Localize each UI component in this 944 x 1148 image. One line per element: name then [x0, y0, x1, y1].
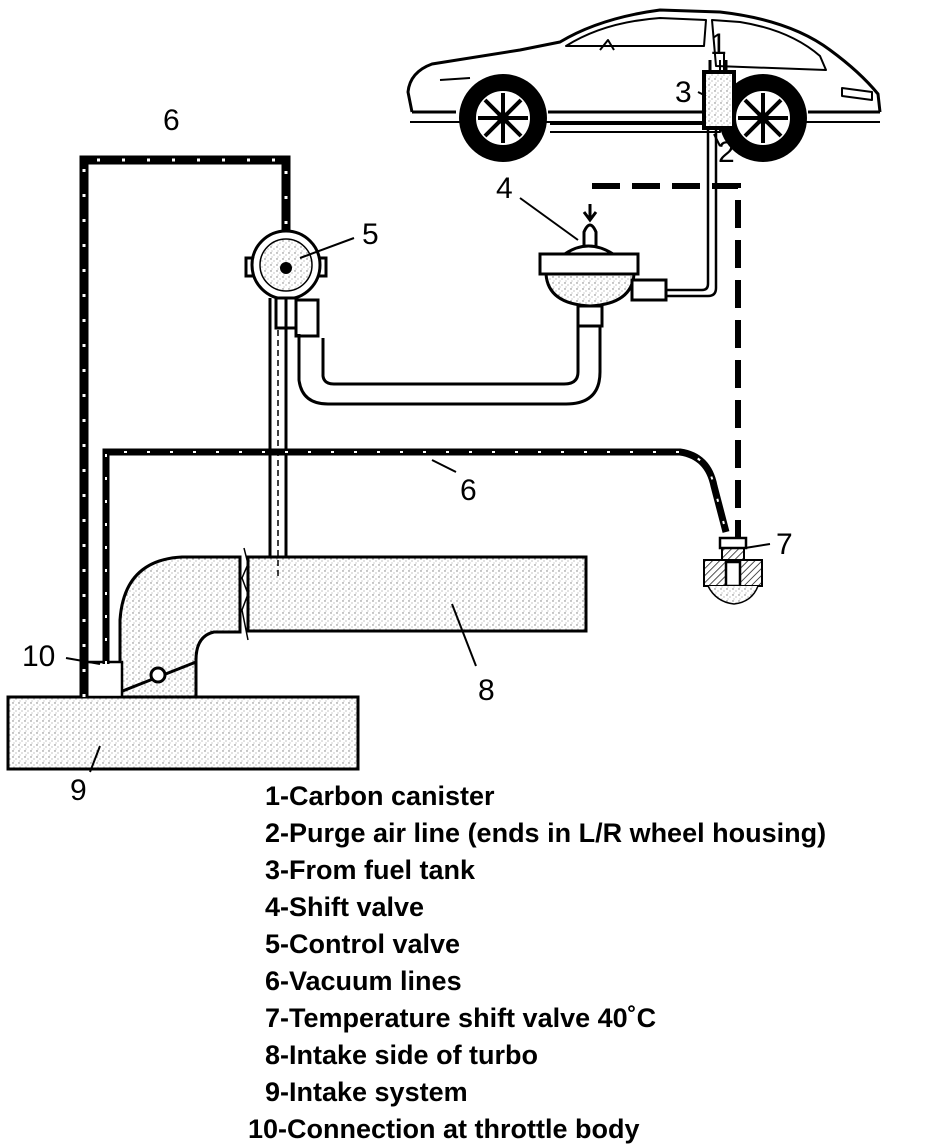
legend-list: 1-Carbon canister 2-Purge air line (ends… [248, 778, 826, 1148]
callout-1: 1 [710, 28, 727, 61]
legend-item-10: 10-Connection at throttle body [248, 1114, 640, 1144]
legend-item-3: 3-From fuel tank [265, 855, 476, 885]
vacuum-hose-large [297, 326, 602, 406]
callout-9: 9 [70, 774, 87, 807]
legend-item-6: 6-Vacuum lines [265, 966, 462, 996]
carbon-canister [702, 60, 736, 130]
temperature-shift-valve [703, 536, 763, 605]
control-valve [244, 229, 328, 338]
front-wheel [459, 74, 547, 162]
vacuum-line-lower [102, 448, 730, 664]
callout-4: 4 [496, 172, 513, 205]
shift-valve-line [592, 183, 741, 544]
legend-item-5: 5-Control valve [265, 929, 461, 959]
legend-item-1: 1-Carbon canister [265, 781, 495, 811]
legend-item-7: 7-Temperature shift valve 40˚C [265, 1003, 657, 1033]
callout-2: 2 [718, 136, 735, 169]
vacuum-line-upper [79, 155, 291, 697]
control-valve-line [268, 298, 288, 580]
callout-8: 8 [478, 674, 495, 707]
legend-item-8: 8-Intake side of turbo [265, 1040, 539, 1070]
callout-6-lower: 6 [460, 474, 477, 507]
callout-10: 10 [22, 640, 55, 673]
purge-air-line [666, 128, 718, 298]
legend-item-2: 2-Purge air line (ends in L/R wheel hous… [265, 818, 827, 848]
callout-6-upper: 6 [163, 104, 180, 137]
legend-item-9: 9-Intake system [265, 1077, 468, 1107]
callout-3: 3 [675, 76, 692, 109]
intake-system [6, 555, 360, 771]
callout-7: 7 [776, 528, 793, 561]
leader-lines [65, 52, 771, 773]
turbo-intake [241, 547, 588, 641]
legend-item-4: 4-Shift valve [265, 892, 425, 922]
callout-5: 5 [362, 218, 379, 251]
rear-wheel [719, 74, 807, 162]
shift-valve [538, 204, 668, 328]
